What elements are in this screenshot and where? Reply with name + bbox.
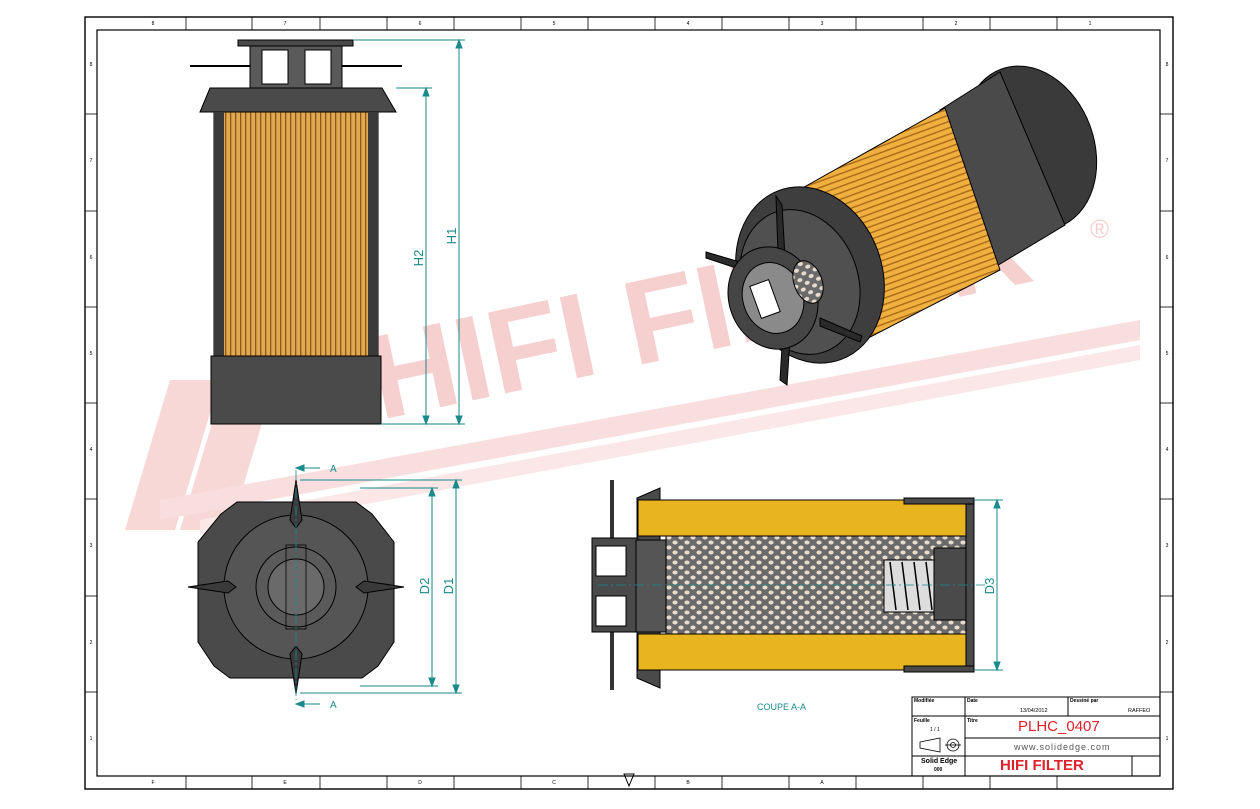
isometric-view [705,65,1098,386]
ruler-left-label: 7 [90,158,93,164]
iso-outlet-window [749,278,781,320]
front-view-bottom-cap [210,355,382,425]
section-marker-bottom: A [330,700,337,711]
ruler-top-label: 7 [284,21,287,27]
top-view-fin-left [187,580,237,594]
ruler-top-label: 6 [419,21,422,27]
ruler-right-label: 4 [1166,447,1169,453]
ruler-left-label: 4 [90,447,93,453]
ruler-bottom-label: C [552,780,556,786]
ruler-left-label: 5 [90,351,93,357]
mod-label: Modifiée [914,698,935,704]
ruler-right-label: 7 [1166,158,1169,164]
front-view-top-cap [199,87,397,113]
section-markers [294,464,320,708]
software-sub: 000 [934,767,943,773]
ruler-top-label: 1 [1089,21,1092,27]
ruler-left-label: 2 [90,640,93,646]
software: Solid Edge [921,758,958,765]
section-valve-housing [933,547,967,621]
dimension-h [353,38,465,426]
ruler-right-label: 6 [1166,255,1169,261]
feuille-value: 1 / 1 [930,727,940,733]
ruler-bottom-label: F [151,780,154,786]
dimension-h1-label: H1 [444,228,459,245]
dimension-d2-label: D2 [417,578,432,595]
front-view-right-edge [368,112,378,356]
ruler-top-label: 2 [955,21,958,27]
ruler-ticks [85,17,1173,789]
dessine-value: RAFFEO [1128,708,1151,714]
part-number: PLHC_0407 [1018,718,1100,735]
iso-perforated-core [792,260,824,304]
dessine-label: Dessiné par [1070,698,1099,704]
brand: HIFI FILTER [1000,757,1084,774]
front-view-left-edge [214,112,224,356]
ruler-right-label: 8 [1166,62,1169,68]
front-view-handle-window-right [304,49,332,85]
watermark-registered: ® [1090,214,1109,244]
dimension-d [300,478,462,695]
iso-fin-right [819,317,863,343]
top-view [187,470,405,700]
title-block-frame [911,696,1161,777]
section-caption: COUPE A-A [757,702,806,712]
ruler-top-label: 3 [821,21,824,27]
titre-label: Titre [967,718,978,724]
ruler-bottom-label: A [820,780,824,786]
ruler-right-label: 5 [1166,351,1169,357]
ruler-bottom-label: E [283,780,287,786]
ruler-top-label: 4 [687,21,690,27]
ruler-left-label: 3 [90,543,93,549]
front-view-handle-top [237,39,354,47]
watermark-stripe-1 [160,320,1140,520]
front-view [190,39,402,425]
section-media-top [637,499,975,537]
watermark-slash-1 [125,380,220,530]
ruler-top-label: 8 [152,21,155,27]
ruler-right-label: 3 [1166,543,1169,549]
ruler-left-label: 6 [90,255,93,261]
ruler-right-label: 2 [1166,640,1169,646]
feuille-label: Feuille [914,718,930,724]
front-view-handle-window-left [261,49,289,85]
ruler-left-label: 1 [90,736,93,742]
bottom-center-marker [623,773,635,788]
date-label: Date [967,698,978,704]
ruler-bottom-label: D [418,780,422,786]
ruler-left-label: 8 [90,62,93,68]
ruler-top-label: 5 [553,21,556,27]
ruler-bottom-label: B [686,780,690,786]
dimension-d1-label: D1 [441,578,456,595]
ruler-right-label: 1 [1166,736,1169,742]
section-view [591,480,985,690]
date-value: 13/04/2012 [1020,708,1048,714]
front-view-filter-media [213,111,379,357]
dimension-d3 [974,498,1003,672]
section-media-bottom [637,633,975,671]
dimension-d3-label: D3 [982,578,997,595]
website: www.solidedge.com [1014,742,1111,752]
projection-symbol [919,737,961,753]
top-view-fin-right [355,580,405,594]
dimension-h2-label: H2 [411,250,426,267]
section-marker-top: A [330,464,337,475]
